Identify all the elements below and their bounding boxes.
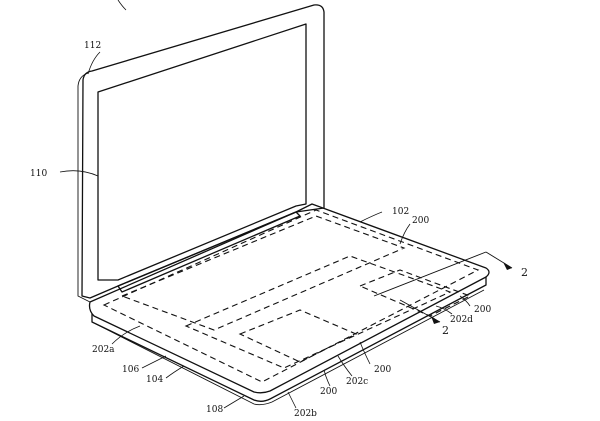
hinge	[117, 211, 301, 293]
leader-106	[141, 355, 167, 369]
display-lid	[77, 4, 325, 303]
label-200-middle: 200	[374, 365, 391, 375]
leader-202b	[287, 391, 297, 409]
label-200-top: 200	[412, 216, 429, 226]
leader-104	[165, 365, 185, 379]
base-side	[91, 276, 487, 402]
section-line	[373, 251, 513, 324]
label-110: 110	[30, 169, 47, 179]
label-200-bottom: 200	[320, 387, 337, 397]
base-top-surface	[88, 203, 490, 394]
region-upper	[120, 215, 406, 331]
leader-202c	[337, 355, 353, 377]
label-section-2-upper: 2	[521, 266, 528, 279]
label-112: 112	[84, 41, 101, 51]
label-200-right: 200	[474, 305, 491, 315]
arrowhead-lower	[431, 316, 440, 324]
label-202a: 202a	[92, 345, 115, 355]
label-104: 104	[146, 375, 163, 385]
label-202d: 202d	[450, 315, 473, 325]
leader-lines	[59, 0, 471, 409]
label-102: 102	[392, 207, 409, 217]
leader-108	[223, 395, 245, 409]
screen	[97, 23, 307, 281]
reference-labels: 112 110 102 200 2 200 202d 2 200 202c 20…	[30, 41, 528, 419]
leader-102	[359, 211, 383, 223]
leader-200-right	[459, 295, 471, 307]
leader-112	[87, 51, 101, 75]
leader-200-bottom	[323, 369, 331, 387]
leader-200-top	[399, 223, 411, 245]
label-202b: 202b	[294, 409, 317, 419]
label-section-2-lower: 2	[442, 324, 449, 337]
arrowhead-upper	[503, 262, 512, 270]
base-bottom-line	[95, 289, 485, 406]
region-keyboard	[184, 255, 452, 369]
region-trackpad	[238, 309, 358, 363]
region-perimeter	[102, 209, 480, 383]
stray-mark	[117, 0, 127, 11]
leader-202d	[435, 305, 453, 315]
leader-110	[59, 170, 99, 177]
label-106: 106	[122, 365, 139, 375]
leader-202a	[111, 325, 141, 345]
leader-200-middle	[359, 341, 371, 365]
lid-outline	[81, 4, 325, 299]
base	[88, 203, 490, 406]
label-202c: 202c	[346, 377, 368, 387]
label-108: 108	[206, 405, 223, 415]
dashed-regions	[102, 209, 480, 383]
section-line-path	[373, 251, 487, 297]
region-right	[358, 269, 472, 317]
lid-edge	[77, 72, 91, 303]
